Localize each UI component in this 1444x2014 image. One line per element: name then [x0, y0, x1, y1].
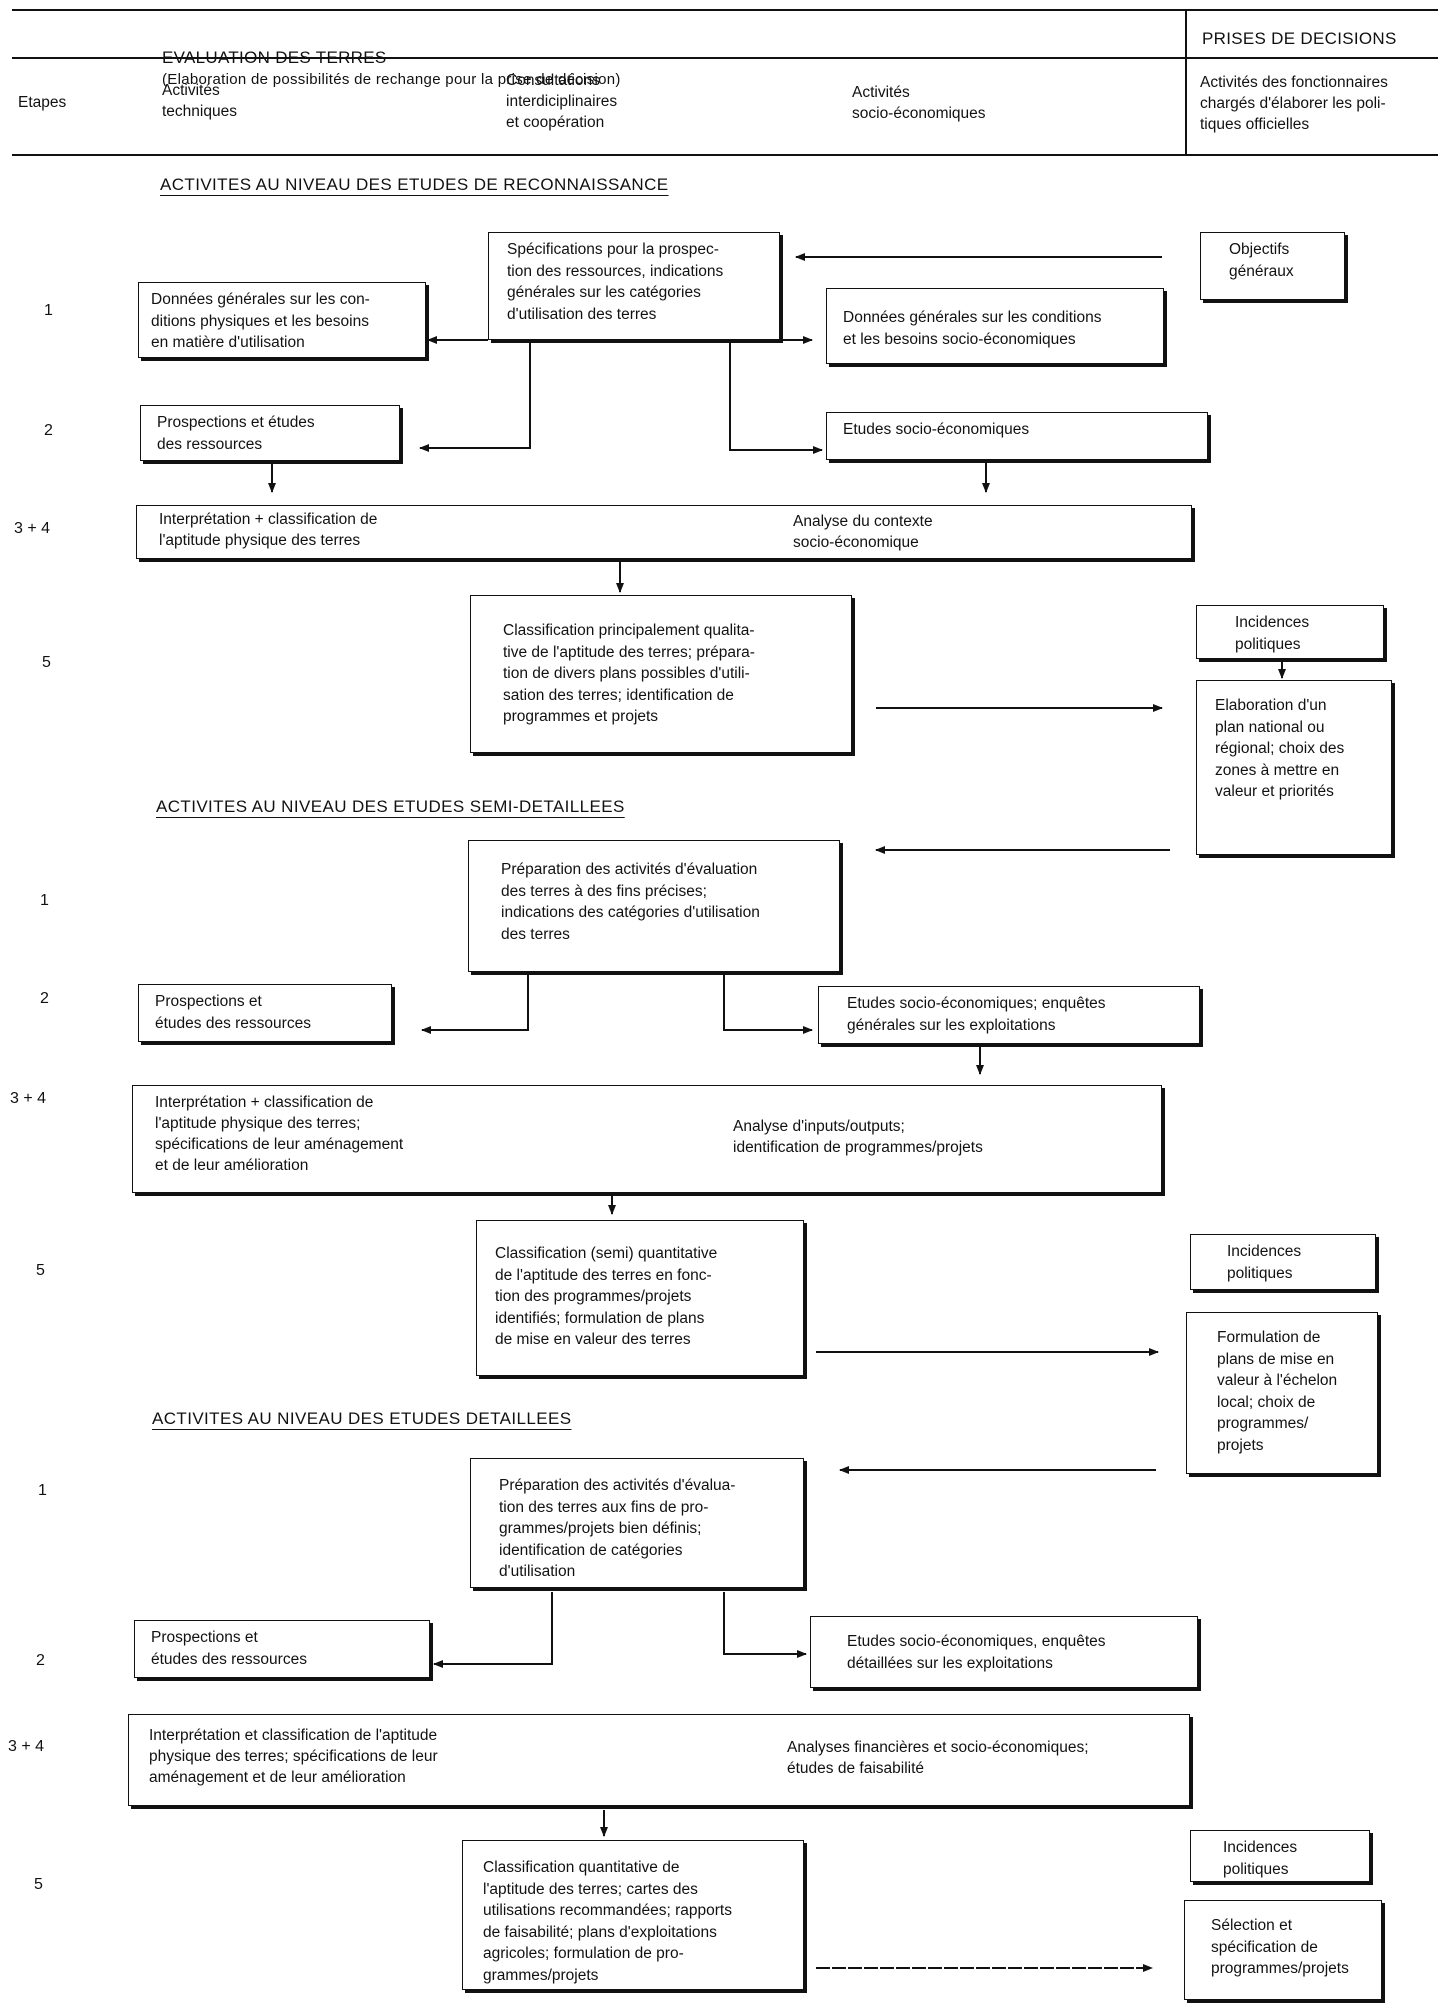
- step-label-r1: 1: [44, 302, 53, 319]
- box-prospections-sd: Prospections et études des ressources: [138, 984, 392, 1042]
- evaluation-title: EVALUATION DES TERRES (Elaboration de po…: [162, 26, 621, 90]
- box-prospections-d: Prospections et études des ressources: [134, 1620, 430, 1678]
- box-prospections-r: Prospections et études des ressources: [140, 405, 400, 461]
- box-etudes-socio-d: Etudes socio-économiques, enquêtes détai…: [810, 1616, 1198, 1688]
- column-consultations: Consultations interdiciplinaires et coop…: [506, 72, 618, 131]
- section-title-reconnaissance: ACTIVITES AU NIVEAU DES ETUDES DE RECONN…: [160, 175, 669, 194]
- box-incidences-sd: Incidences politiques: [1190, 1234, 1376, 1290]
- column-officials-activities: Activités des fonctionnaires chargés d'é…: [1200, 74, 1388, 133]
- step-label-s34: 3 + 4: [10, 1090, 47, 1107]
- box-interpretation-d: Interprétation et classification de l'ap…: [128, 1714, 1190, 1806]
- arrow-prep-to-etudes-d: [723, 1592, 807, 1658]
- decisions-title: PRISES DE DECISIONS: [1202, 29, 1397, 48]
- column-etapes: Etapes: [18, 94, 67, 111]
- box-interpretation-r: Interprétation + classification de l'apt…: [136, 505, 1192, 559]
- interpretation-r-text: Interprétation + classification de l'apt…: [159, 511, 378, 549]
- step-label-d2: 2: [36, 1652, 45, 1669]
- box-objectifs-generaux: Objectifs généraux: [1200, 232, 1345, 300]
- column-technical-activities: Activités techniques: [162, 82, 237, 120]
- box-etudes-socio-r: Etudes socio-économiques: [826, 412, 1208, 460]
- analyse-sd-text: Analyse d'inputs/outputs; identification…: [733, 1118, 983, 1156]
- arrow-prep-to-etudes-sd: [723, 975, 813, 1034]
- step-label-s2: 2: [40, 990, 49, 1007]
- evaluation-subtitle: (Elaboration de possibilités de rechange…: [162, 71, 621, 88]
- box-preparation-sd: Préparation des activités d'évaluation d…: [468, 840, 840, 972]
- box-elaboration-plan: Elaboration d'un plan national ou région…: [1196, 680, 1392, 855]
- arrow-specs-to-prospections: [419, 340, 531, 452]
- step-label-s5: 5: [36, 1262, 45, 1279]
- section-title-semi-detailed: ACTIVITES AU NIVEAU DES ETUDES SEMI-DETA…: [156, 797, 625, 816]
- box-donnees-socio: Données générales sur les conditions et …: [826, 288, 1164, 364]
- arrow-prep-to-prospections-sd: [421, 975, 529, 1034]
- step-label-d1: 1: [38, 1482, 47, 1499]
- box-preparation-d: Préparation des activités d'évalua- tion…: [470, 1458, 804, 1588]
- box-interpretation-sd: Interprétation + classification de l'apt…: [132, 1085, 1162, 1193]
- analyse-r-text: Analyse du contexte socio-économique: [793, 513, 933, 551]
- step-label-r34: 3 + 4: [14, 520, 51, 537]
- arrow-specs-to-etudes-socio: [729, 340, 823, 454]
- box-donnees-physiques: Données générales sur les con- ditions p…: [138, 282, 426, 358]
- step-label-r5: 5: [42, 654, 51, 671]
- analyse-d-text: Analyses financières et socio-économique…: [787, 1739, 1089, 1777]
- step-label-s1: 1: [40, 892, 49, 909]
- box-classification-d: Classification quantitative de l'aptitud…: [462, 1840, 804, 1990]
- interpretation-sd-text: Interprétation + classification de l'apt…: [155, 1094, 404, 1174]
- column-socio-activities: Activités socio-économiques: [852, 84, 986, 122]
- interpretation-d-text: Interprétation et classification de l'ap…: [149, 1727, 438, 1786]
- step-label-d34: 3 + 4: [8, 1738, 45, 1755]
- box-etudes-socio-sd: Etudes socio-économiques; enquêtes génér…: [818, 986, 1200, 1044]
- box-formulation-plans: Formulation de plans de mise en valeur à…: [1186, 1312, 1378, 1474]
- box-selection-programmes: Sélection et spécification de programmes…: [1184, 1900, 1382, 2000]
- box-classification-r: Classification principalement qualita- t…: [470, 595, 852, 753]
- box-incidences-r: Incidences politiques: [1196, 605, 1384, 659]
- step-label-r2: 2: [44, 422, 53, 439]
- box-classification-sd: Classification (semi) quantitative de l'…: [476, 1220, 804, 1376]
- step-label-d5: 5: [34, 1876, 43, 1893]
- box-specifications: Spécifications pour la prospec- tion des…: [488, 232, 780, 340]
- arrow-prep-to-prospections-d: [433, 1592, 553, 1668]
- evaluation-title-text: EVALUATION DES TERRES: [162, 48, 387, 67]
- section-title-detailed: ACTIVITES AU NIVEAU DES ETUDES DETAILLEE…: [152, 1409, 572, 1428]
- box-incidences-d: Incidences politiques: [1190, 1830, 1370, 1882]
